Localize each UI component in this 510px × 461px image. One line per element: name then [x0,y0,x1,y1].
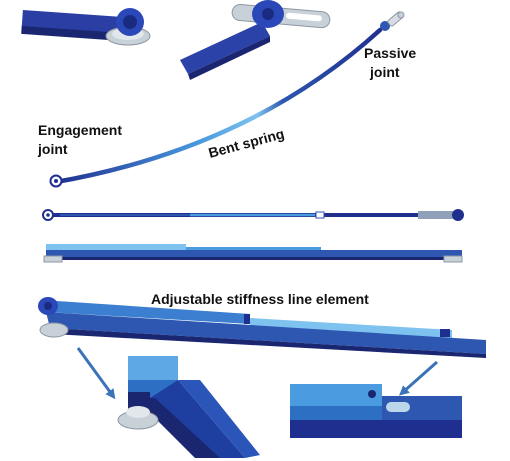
side-view-element [43,244,463,263]
adjustable-element-label: Adjustable stiffness line element [151,291,369,307]
passive-joint-label-line2: joint [369,64,400,80]
bent-spring-label: Bent spring [207,125,286,161]
bent-spring [53,27,383,185]
slot-zoom-detail [290,384,462,438]
engagement-joint-label-line2: joint [37,141,68,157]
adjustable-stiffness-line-element [38,297,486,358]
left-zoom-arrow [76,347,116,400]
passive-joint [380,21,390,31]
top-left-joint-detail [21,8,151,46]
bent-spring-assembly [49,11,405,188]
joint-zoom-detail [117,356,260,458]
straight-spring [42,209,464,221]
passive-joint-label-line1: Passive [364,45,416,61]
right-zoom-arrow [399,360,438,396]
top-middle-joint-detail [180,0,331,80]
engagement-joint-label-line1: Engagement [38,122,122,138]
